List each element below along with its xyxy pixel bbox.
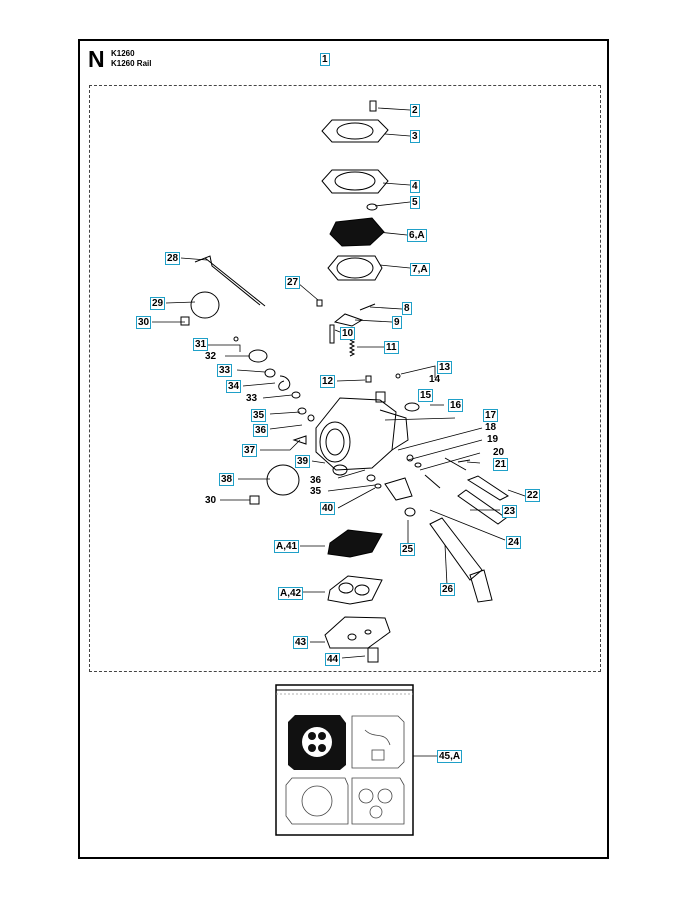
callout-5[interactable]: 5 xyxy=(410,196,420,209)
callout-35b[interactable]: 35 xyxy=(310,486,322,497)
callout-25[interactable]: 25 xyxy=(400,543,416,556)
callout-36b[interactable]: 36 xyxy=(310,475,322,486)
callout-29[interactable]: 29 xyxy=(150,297,166,310)
callout-39[interactable]: 39 xyxy=(295,455,311,468)
callout-40[interactable]: 40 xyxy=(320,502,336,515)
callout-22[interactable]: 22 xyxy=(525,489,541,502)
callout-6[interactable]: 6,A xyxy=(407,229,427,242)
callout-15[interactable]: 15 xyxy=(418,389,434,402)
main-callout[interactable]: 1 xyxy=(320,53,330,66)
callout-41[interactable]: A,41 xyxy=(274,540,300,553)
callout-7[interactable]: 7,A xyxy=(410,263,430,276)
callout-28[interactable]: 28 xyxy=(165,252,181,265)
model-name-2: K1260 Rail xyxy=(111,59,152,68)
callout-16[interactable]: 16 xyxy=(448,399,464,412)
callout-21[interactable]: 21 xyxy=(493,458,509,471)
model-name-1: K1260 xyxy=(111,49,135,58)
callout-8[interactable]: 8 xyxy=(402,302,412,315)
callout-23[interactable]: 23 xyxy=(502,505,518,518)
callout-31[interactable]: 31 xyxy=(193,338,209,351)
callout-13[interactable]: 13 xyxy=(437,361,453,374)
callout-37[interactable]: 37 xyxy=(242,444,258,457)
callout-17[interactable]: 17 xyxy=(483,409,499,422)
callout-19[interactable]: 19 xyxy=(487,434,499,445)
callout-42[interactable]: A,42 xyxy=(278,587,304,600)
callout-11[interactable]: 11 xyxy=(384,341,399,354)
callout-32[interactable]: 32 xyxy=(205,351,217,362)
callout-27[interactable]: 27 xyxy=(285,276,301,289)
callout-12[interactable]: 12 xyxy=(320,375,336,388)
callout-2[interactable]: 2 xyxy=(410,104,420,117)
callout-33[interactable]: 33 xyxy=(217,364,233,377)
callout-43[interactable]: 43 xyxy=(293,636,309,649)
callout-10[interactable]: 10 xyxy=(340,327,356,340)
page-frame xyxy=(78,39,609,859)
callout-9[interactable]: 9 xyxy=(392,316,402,329)
callout-3[interactable]: 3 xyxy=(410,130,420,143)
callout-24[interactable]: 24 xyxy=(506,536,522,549)
callout-26[interactable]: 26 xyxy=(440,583,456,596)
callout-30b[interactable]: 30 xyxy=(205,495,217,506)
callout-45[interactable]: 45,A xyxy=(437,750,463,763)
callout-30[interactable]: 30 xyxy=(136,316,152,329)
callout-14[interactable]: 14 xyxy=(429,374,441,385)
callout-36[interactable]: 36 xyxy=(253,424,269,437)
callout-34[interactable]: 34 xyxy=(226,380,242,393)
callout-33b[interactable]: 33 xyxy=(246,393,258,404)
callout-35[interactable]: 35 xyxy=(251,409,267,422)
section-letter: N xyxy=(88,46,105,72)
callout-20[interactable]: 20 xyxy=(493,447,505,458)
callout-38[interactable]: 38 xyxy=(219,473,235,486)
callout-18[interactable]: 18 xyxy=(485,422,497,433)
callout-44[interactable]: 44 xyxy=(325,653,341,666)
exploded-view-area xyxy=(89,85,601,672)
callout-4[interactable]: 4 xyxy=(410,180,420,193)
